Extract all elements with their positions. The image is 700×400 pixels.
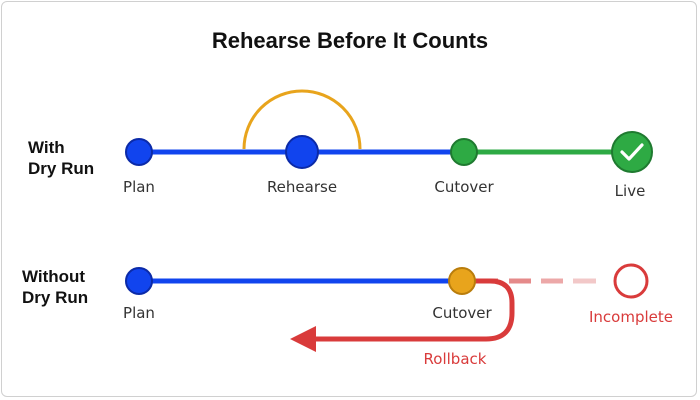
- with-plan-node: [125, 138, 153, 166]
- without-cutover-node: [448, 267, 476, 295]
- without-cutover-label: Cutover: [432, 304, 492, 322]
- check-icon: [620, 143, 644, 161]
- rollback-label: Rollback: [424, 350, 487, 368]
- row-without-dry-run: Without Dry Run Plan Cutover Incomplete …: [22, 263, 673, 368]
- without-plan-label: Plan: [123, 304, 155, 322]
- row-without-label-line1: Without: [22, 267, 85, 286]
- with-rehearse-label: Rehearse: [267, 178, 337, 196]
- rollback-path: [312, 278, 515, 342]
- with-rehearse-node: [285, 135, 319, 169]
- row-with-dry-run: With Dry Run Plan Rehearse Cutover Live: [28, 89, 653, 200]
- diagram-title: Rehearse Before It Counts: [212, 28, 488, 53]
- incomplete-label: Incomplete: [589, 308, 673, 326]
- with-cutover-node: [450, 138, 478, 166]
- without-plan-node: [125, 267, 153, 295]
- with-plan-label: Plan: [123, 178, 155, 196]
- arrow-left-icon: [290, 326, 316, 352]
- with-live-node: [611, 131, 653, 173]
- rehearse-loop-arc: [242, 89, 362, 150]
- row-with-label-line1: With: [28, 138, 65, 157]
- row-without-label-line2: Dry Run: [22, 288, 88, 307]
- with-cutover-label: Cutover: [434, 178, 494, 196]
- row-with-label-line2: Dry Run: [28, 159, 94, 178]
- incomplete-node: [613, 263, 649, 299]
- with-live-label: Live: [615, 182, 646, 200]
